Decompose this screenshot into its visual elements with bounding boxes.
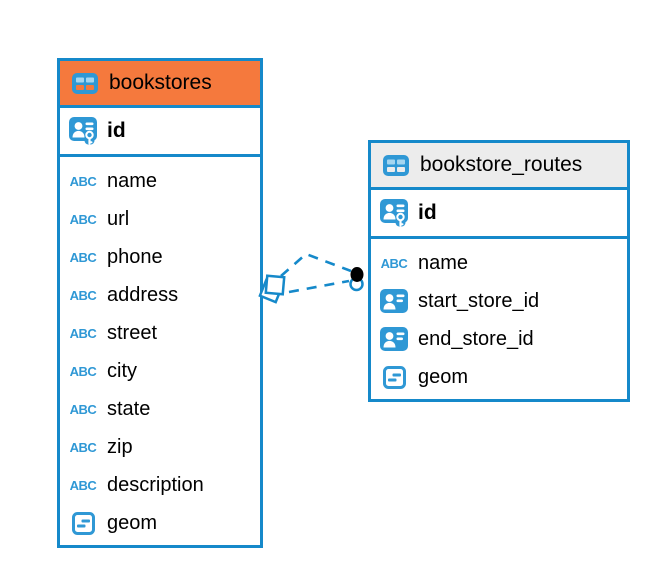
target-marker-dot[interactable]: [349, 267, 364, 292]
field-label-id: id: [418, 201, 437, 224]
field-row[interactable]: ABC zip: [60, 428, 260, 466]
text-type-icon: ABC: [69, 211, 97, 227]
field-label: city: [107, 359, 137, 382]
field-row[interactable]: start_store_id: [371, 282, 627, 320]
text-type-icon: ABC: [69, 401, 97, 417]
table-title: bookstore_routes: [420, 153, 583, 176]
field-label: address: [107, 283, 179, 306]
field-row[interactable]: ABC name: [371, 244, 627, 282]
field-label: street: [107, 321, 158, 344]
field-label: geom: [107, 511, 158, 534]
table-title: bookstores: [109, 71, 212, 94]
foreign-key-icon: [379, 289, 409, 313]
text-type-icon: ABC: [69, 439, 97, 455]
field-label: start_store_id: [418, 289, 540, 312]
geometry-type-icon: [68, 511, 98, 535]
text-type-icon: ABC: [69, 287, 97, 303]
field-row[interactable]: ABC url: [60, 200, 260, 238]
field-row[interactable]: ABC state: [60, 390, 260, 428]
field-row[interactable]: ABC street: [60, 314, 260, 352]
field-row[interactable]: ABC description: [60, 466, 260, 504]
text-type-icon: ABC: [69, 173, 97, 189]
table-header-bookstores[interactable]: bookstores: [60, 61, 260, 108]
primary-key-icon: [379, 198, 409, 228]
field-list: ABC name start_store_id: [371, 239, 627, 399]
field-row-pk[interactable]: id: [371, 190, 627, 239]
foreign-key-icon: [379, 327, 409, 351]
field-label: description: [107, 473, 204, 496]
field-label: url: [107, 207, 130, 230]
text-type-icon: ABC: [69, 249, 97, 265]
field-label: zip: [107, 435, 133, 458]
relationship-line-upper[interactable]: [280, 252, 352, 277]
table-header-bookstore-routes[interactable]: bookstore_routes: [371, 143, 627, 190]
field-row[interactable]: ABC phone: [60, 238, 260, 276]
field-label: phone: [107, 245, 163, 268]
field-label: geom: [418, 365, 469, 388]
geometry-type-icon: [379, 365, 409, 389]
field-row[interactable]: ABC address: [60, 276, 260, 314]
primary-key-icon: [68, 116, 98, 146]
text-type-icon: ABC: [380, 255, 408, 271]
field-label: state: [107, 397, 151, 420]
field-label: end_store_id: [418, 327, 534, 350]
field-label-id: id: [107, 119, 126, 142]
text-type-icon: ABC: [69, 363, 97, 379]
text-type-icon: ABC: [69, 325, 97, 341]
text-type-icon: ABC: [69, 477, 97, 493]
field-row[interactable]: ABC name: [60, 162, 260, 200]
table-card-bookstore-routes[interactable]: bookstore_routes id ABC: [368, 140, 630, 402]
source-marker-diamond[interactable]: [258, 274, 286, 304]
relationship-line-lower[interactable]: [288, 279, 350, 294]
field-row[interactable]: ABC city: [60, 352, 260, 390]
table-icon: [70, 72, 100, 94]
field-label: name: [107, 169, 158, 192]
field-row[interactable]: geom: [60, 504, 260, 542]
table-icon: [381, 154, 411, 176]
field-row[interactable]: geom: [371, 358, 627, 396]
table-card-bookstores[interactable]: bookstores id ABC: [57, 58, 263, 548]
field-row[interactable]: end_store_id: [371, 320, 627, 358]
field-label: name: [418, 251, 469, 274]
field-list: ABC name ABC url ABC phone ABC address A…: [60, 157, 260, 545]
field-row-pk[interactable]: id: [60, 108, 260, 157]
